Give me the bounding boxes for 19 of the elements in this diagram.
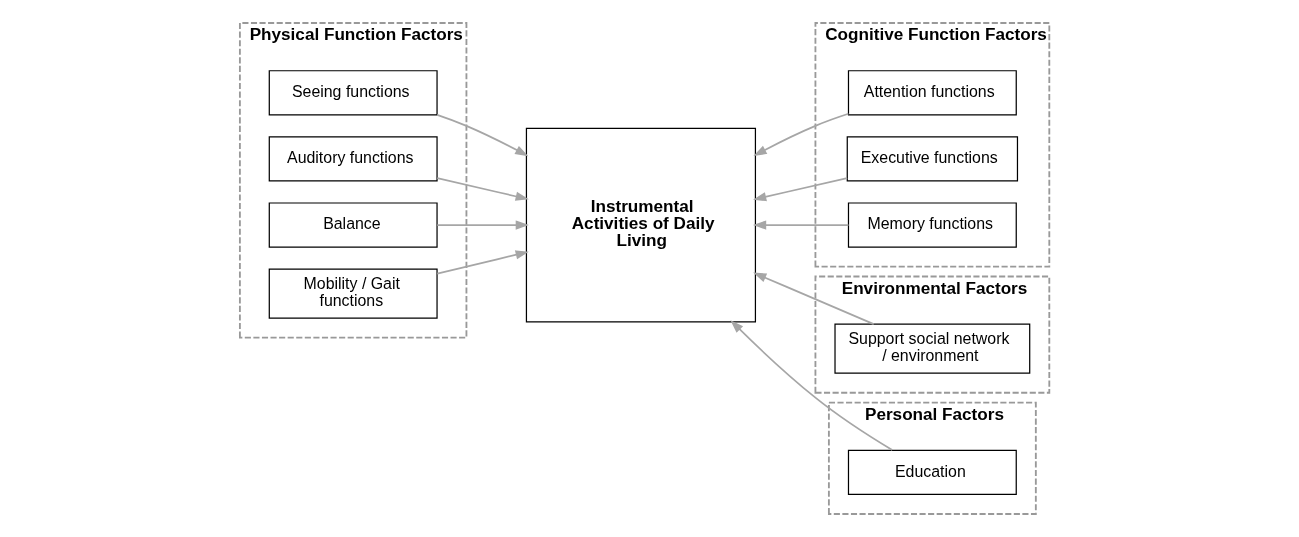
arrow	[753, 272, 875, 325]
node-box: Instrumental Activities of Daily Living	[525, 127, 757, 323]
node-box: Attention functions	[847, 70, 1017, 116]
arrow	[436, 177, 529, 201]
arrow	[436, 250, 529, 275]
node-box: Seeing functions	[268, 70, 438, 116]
node-box: Mobility / Gait functions	[268, 268, 438, 319]
node-box: Auditory functions	[268, 136, 438, 182]
node-box: Education	[847, 449, 1017, 496]
node-box: Memory functions	[847, 202, 1017, 248]
arrow	[752, 220, 850, 230]
node-box: Support social network / environment	[834, 323, 1031, 374]
node-box: Balance	[268, 202, 438, 248]
arrow	[730, 320, 894, 451]
arrow	[753, 177, 848, 202]
arrow	[436, 220, 529, 230]
node-box: Executive functions	[846, 136, 1019, 182]
arrow	[753, 112, 850, 157]
arrow	[436, 113, 529, 157]
